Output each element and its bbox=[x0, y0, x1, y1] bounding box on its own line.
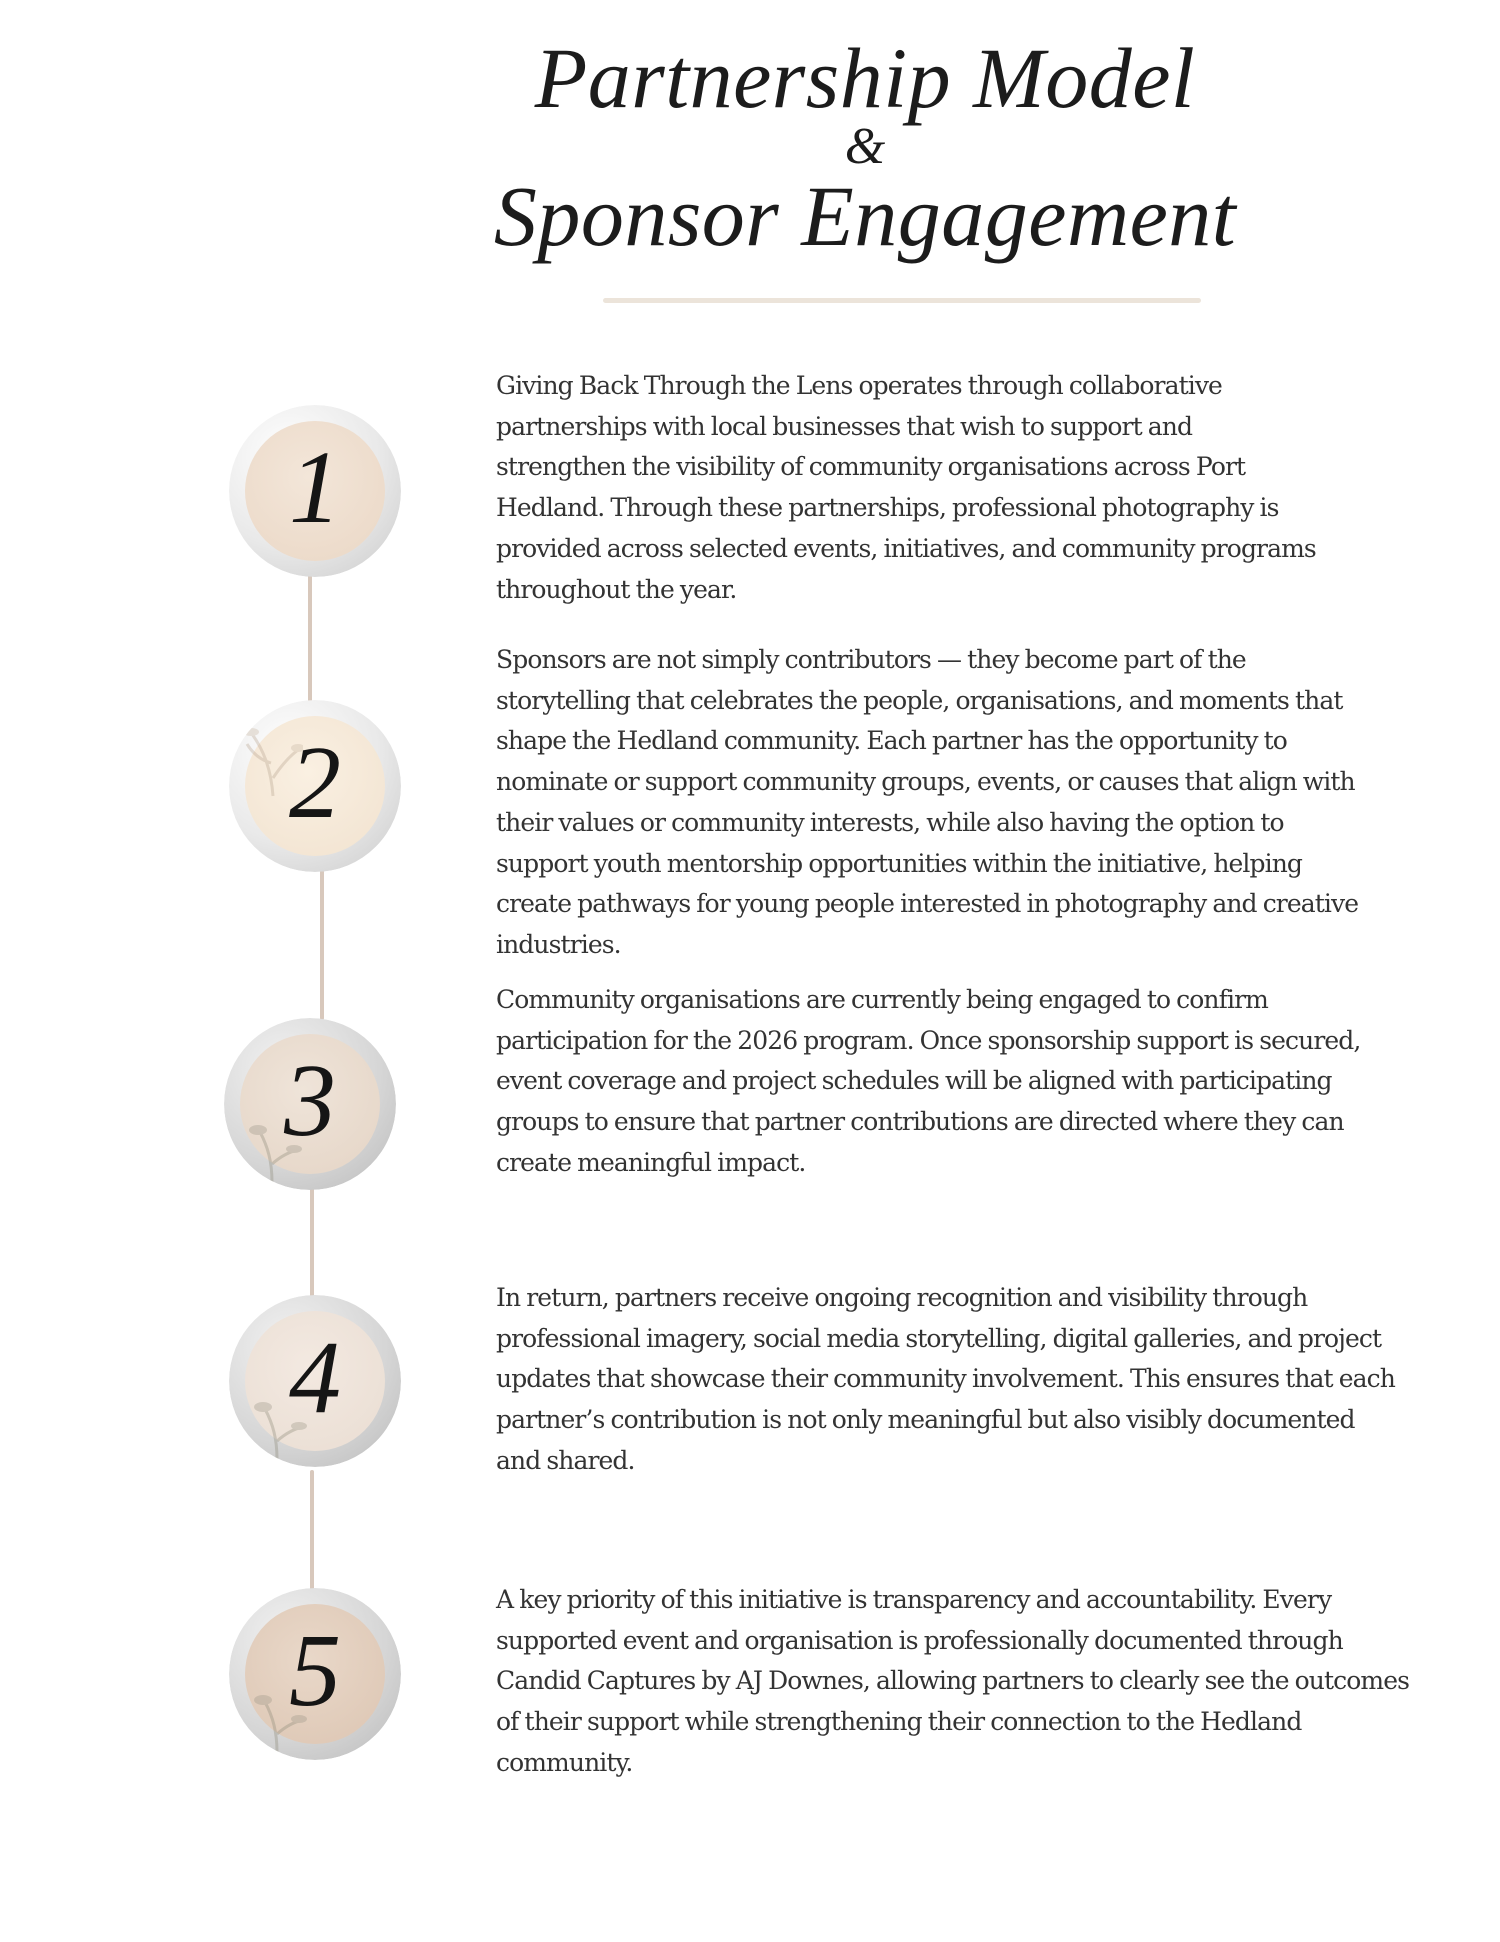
step-3-number: 3 bbox=[284, 1043, 336, 1158]
step-5-number: 5 bbox=[289, 1613, 341, 1728]
leaf-shadow-icon bbox=[249, 1125, 302, 1182]
step-5-badge: 5 bbox=[229, 1588, 401, 1760]
badge-fill bbox=[245, 716, 385, 856]
step-2-badge: 2 bbox=[229, 700, 401, 872]
step-4-number: 4 bbox=[289, 1320, 341, 1435]
title-ampersand: & bbox=[844, 118, 886, 175]
step-1-badge: 1 bbox=[229, 405, 401, 577]
badge-fill bbox=[245, 421, 385, 561]
timeline-connector-3-4 bbox=[310, 1185, 314, 1305]
title-divider bbox=[603, 298, 1201, 303]
timeline-connector-4-5 bbox=[310, 1470, 314, 1600]
step-2-number: 2 bbox=[289, 725, 341, 840]
step-2-text: Sponsors are not simply contributors — t… bbox=[496, 645, 1359, 959]
step-4-text: In return, partners receive ongoing reco… bbox=[496, 1283, 1396, 1475]
step-3-badge: 3 bbox=[224, 1018, 396, 1190]
leaf-shadow-icon bbox=[254, 1695, 307, 1752]
step-1-number: 1 bbox=[289, 430, 341, 545]
title-line-2: Sponsor Engagement bbox=[493, 168, 1237, 264]
page-title: Partnership Model & Sponsor Engagement bbox=[420, 30, 1310, 264]
step-3-text: Community organisations are currently be… bbox=[496, 985, 1361, 1177]
badge-fill bbox=[240, 1034, 380, 1174]
leaf-shadow-icon bbox=[243, 728, 303, 797]
leaf-shadow-icon bbox=[254, 1402, 307, 1459]
badge-fill bbox=[245, 1311, 385, 1451]
step-4-badge: 4 bbox=[229, 1295, 401, 1467]
title-line-1: Partnership Model bbox=[534, 30, 1196, 126]
step-1-text: Giving Back Through the Lens operates th… bbox=[496, 371, 1317, 604]
step-5-text: A key priority of this initiative is tra… bbox=[496, 1585, 1410, 1777]
timeline-connector-1-2 bbox=[308, 575, 312, 705]
badge-fill bbox=[245, 1604, 385, 1744]
timeline-connector-2-3 bbox=[320, 870, 324, 1020]
